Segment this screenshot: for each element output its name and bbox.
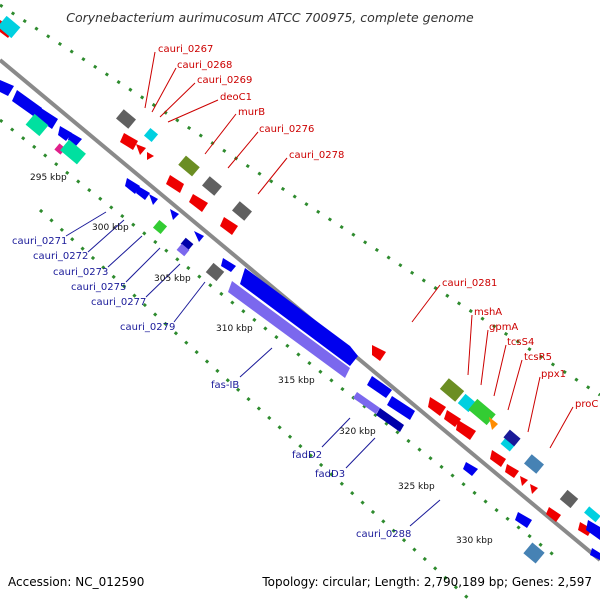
kbp-label: 330 kbp	[456, 536, 493, 546]
gene-label: cauri_0271	[12, 236, 67, 247]
gene-label: cauri_0267	[158, 44, 213, 55]
reverse-gene-labels: cauri_0271 cauri_0272 cauri_0273 cauri_0…	[12, 236, 411, 540]
gene-label: cauri_0281	[442, 278, 497, 289]
guide-dots	[0, 3, 600, 600]
gene-label: mshA	[474, 307, 502, 318]
gene-label: proC	[575, 399, 598, 410]
gene-label: cauri_0275	[71, 282, 126, 293]
gene-label: fadD2	[292, 450, 322, 461]
gene-label: cauri_0272	[33, 251, 88, 262]
gene-label: murB	[238, 107, 265, 118]
red-leaders	[144, 51, 574, 449]
forward-genes	[0, 20, 600, 536]
gene-label: fas-IB	[211, 380, 239, 391]
kbp-label: 305 kbp	[154, 274, 191, 284]
gene-label: cauri_0276	[259, 124, 314, 135]
gene-label: ppx1	[541, 369, 566, 380]
gene-label: cauri_0278	[289, 150, 344, 161]
kbp-label: 325 kbp	[398, 482, 435, 492]
accession-text: Accession: NC_012590	[8, 575, 144, 589]
gene-label: cauri_0268	[177, 60, 232, 71]
kbp-label: 310 kbp	[216, 324, 253, 334]
kbp-label: 320 kbp	[339, 427, 376, 437]
gene-label: deoC1	[220, 92, 252, 103]
kbp-label: 315 kbp	[278, 376, 315, 386]
gene-label: fadD3	[315, 469, 345, 480]
kbp-label: 300 kbp	[92, 223, 129, 233]
gene-label: cauri_0288	[356, 529, 411, 540]
blue-leaders	[65, 211, 441, 527]
gene-label: cauri_0269	[197, 75, 252, 86]
genome-info-text: Topology: circular; Length: 2,790,189 bp…	[261, 575, 592, 589]
map-title: Corynebacterium aurimucosum ATCC 700975,…	[66, 10, 474, 25]
kbp-label: 295 kbp	[30, 173, 67, 183]
gene-label: gpmA	[489, 322, 518, 333]
gene-label: cauri_0277	[91, 297, 146, 308]
forward-gene-labels: cauri_0267 cauri_0268 cauri_0269 deoC1 m…	[158, 44, 598, 410]
gene-label: cauri_0279	[120, 322, 175, 333]
gene-label: cauri_0273	[53, 267, 108, 278]
reverse-genes	[0, 15, 600, 564]
kbp-ticks: 295 kbp 300 kbp 305 kbp 310 kbp 315 kbp …	[30, 173, 493, 546]
gene-label: tcsR5	[524, 352, 552, 363]
gene-label: tcsS4	[507, 337, 534, 348]
